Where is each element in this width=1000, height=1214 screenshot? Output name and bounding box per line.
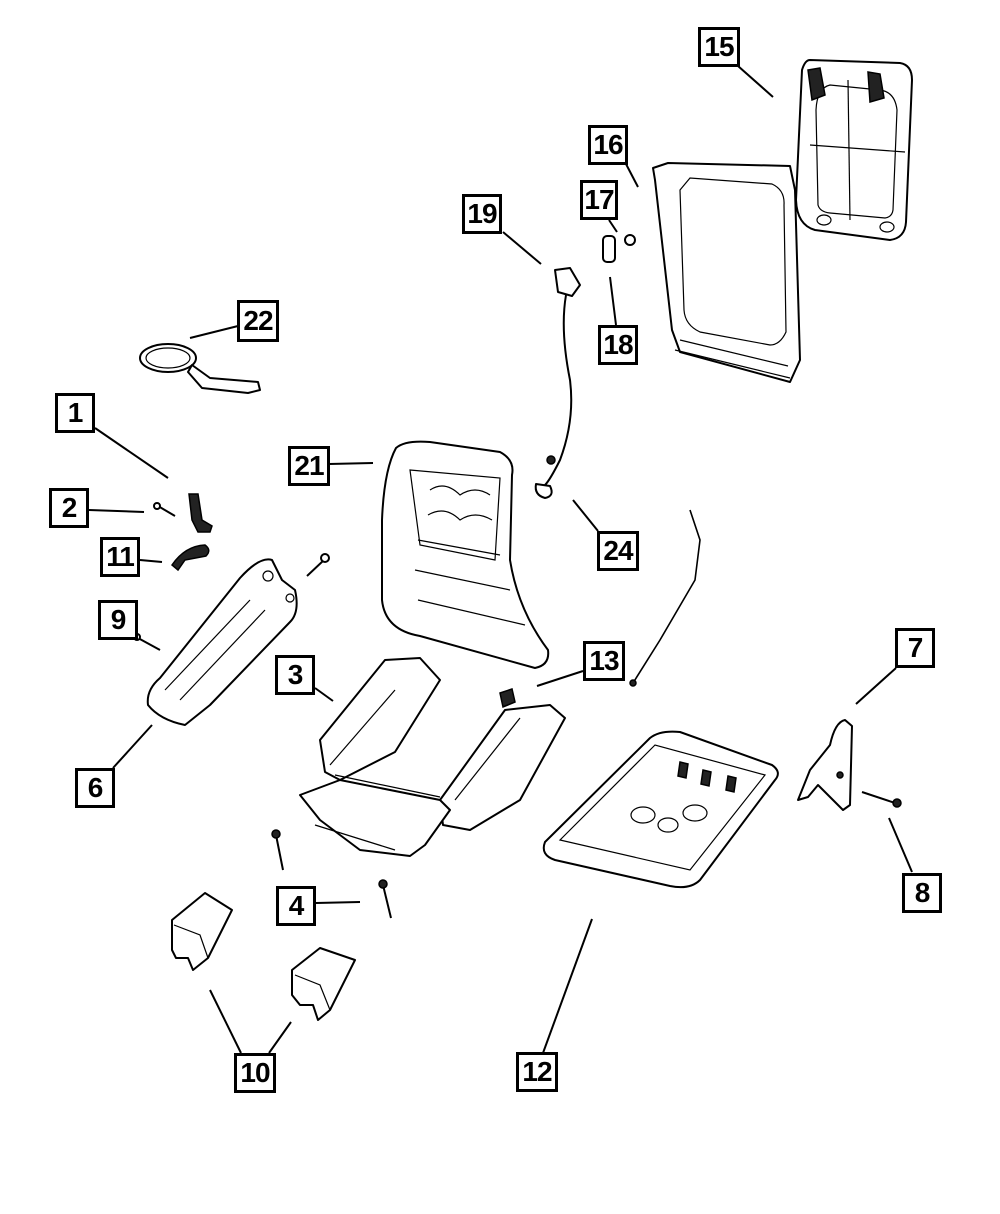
part-6-outboard-shield	[146, 558, 298, 726]
callout-6[interactable]: 6	[75, 768, 115, 808]
part-13-switch	[499, 509, 701, 709]
callout-9[interactable]: 9	[98, 600, 138, 640]
part-22-headrest-guide	[139, 343, 261, 394]
leader-15	[737, 65, 774, 98]
part-1-lever	[188, 493, 213, 533]
callout-11[interactable]: 11	[100, 537, 140, 577]
part-15-back-panel	[795, 59, 913, 241]
part-4-bolts	[271, 829, 392, 919]
callout-21[interactable]: 21	[288, 446, 330, 486]
callout-2[interactable]: 2	[49, 488, 89, 528]
leader-2	[88, 509, 145, 513]
callout-8[interactable]: 8	[902, 873, 942, 913]
part-7-inboard-shield	[797, 719, 853, 811]
callout-24[interactable]: 24	[597, 531, 639, 571]
leader-1	[94, 427, 169, 479]
callout-3[interactable]: 3	[275, 655, 315, 695]
callout-22[interactable]: 22	[237, 300, 279, 342]
part-18-bezel	[602, 235, 616, 263]
leader-21	[328, 462, 374, 465]
leader-6	[112, 724, 153, 769]
leader-24	[572, 499, 599, 532]
callout-7[interactable]: 7	[895, 628, 935, 668]
leader-4	[315, 901, 361, 904]
part-21-back-frame	[381, 440, 550, 669]
callout-10[interactable]: 10	[234, 1053, 276, 1093]
part-11-handle	[170, 544, 210, 572]
leader-18	[609, 276, 617, 326]
leader-12	[542, 918, 593, 1054]
leader-8	[888, 817, 913, 873]
part-16-back-trim	[652, 162, 801, 383]
part-17-grommet	[624, 234, 636, 246]
screw-near-shield	[306, 553, 330, 577]
leader-16	[625, 163, 639, 188]
leader-17	[608, 219, 618, 233]
leader-3	[314, 687, 334, 702]
callout-13[interactable]: 13	[583, 641, 625, 681]
callout-18[interactable]: 18	[598, 325, 638, 365]
leader-13	[536, 670, 584, 687]
part-12-cushion-pan	[542, 730, 779, 889]
callout-15[interactable]: 15	[698, 27, 740, 67]
callout-16[interactable]: 16	[588, 125, 628, 165]
callout-1[interactable]: 1	[55, 393, 95, 433]
leader-lines	[88, 65, 913, 1054]
leader-10a	[209, 989, 242, 1054]
callout-4[interactable]: 4	[276, 886, 316, 926]
part-8-screw	[861, 791, 902, 808]
callout-12[interactable]: 12	[516, 1052, 558, 1092]
leader-7	[855, 667, 897, 705]
leader-19	[502, 231, 542, 265]
part-19-wiring	[534, 267, 581, 499]
callout-17[interactable]: 17	[580, 180, 618, 220]
leader-11	[139, 559, 163, 563]
leader-22	[189, 325, 239, 339]
callout-19[interactable]: 19	[462, 194, 502, 234]
part-3-adjuster	[299, 657, 566, 857]
leader-10b	[268, 1021, 292, 1054]
part-2-screw	[153, 502, 176, 517]
part-10-covers	[171, 892, 356, 1021]
